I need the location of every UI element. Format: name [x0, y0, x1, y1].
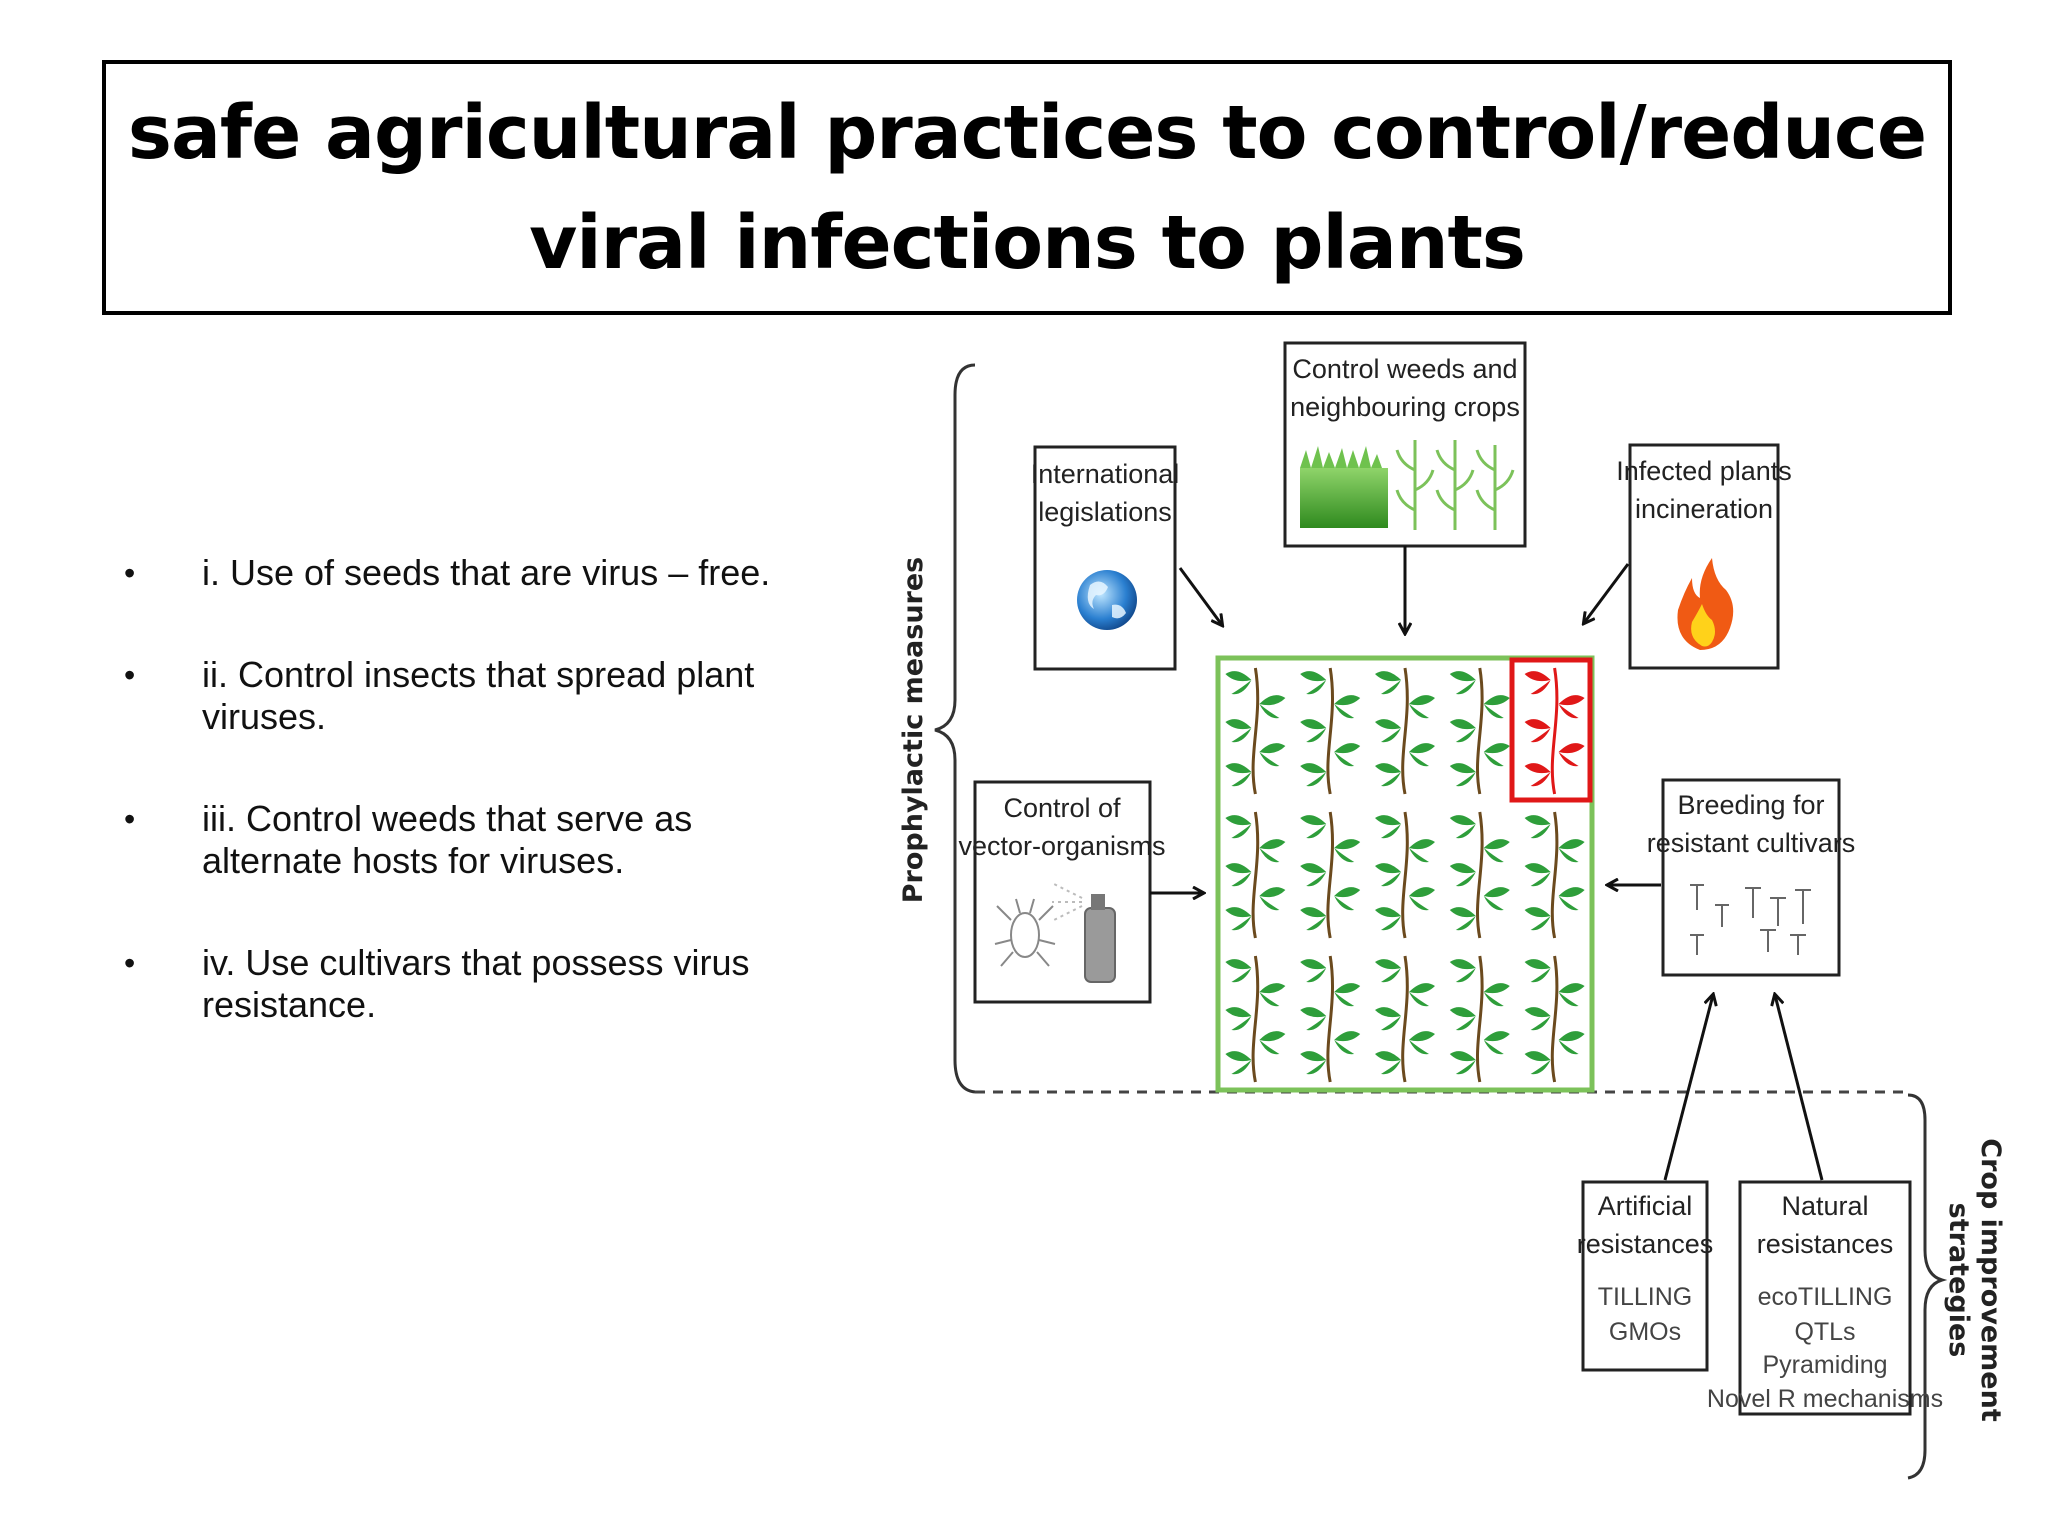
international-box	[1033, 445, 1177, 671]
arrow-international	[1178, 567, 1222, 625]
artificial-label-2: resistances	[1577, 1229, 1714, 1259]
weeds-label-2: neighbouring crops	[1290, 392, 1520, 422]
title-line-2: viral infections to plants	[529, 199, 1526, 286]
international-label-2: legislations	[1038, 497, 1172, 527]
vector-label-1: Control of	[1003, 793, 1121, 823]
healthy-plant	[1300, 811, 1361, 939]
healthy-plant	[1300, 955, 1361, 1083]
international-label-1: International	[1031, 459, 1180, 489]
natural-item-1: ecoTILLING	[1758, 1283, 1893, 1311]
bullet-item-1: i. Use of seeds that are virus – free.	[120, 552, 840, 594]
weeds-box	[1283, 341, 1527, 548]
infected-label-2: incineration	[1635, 494, 1773, 524]
healthy-plant	[1449, 667, 1510, 795]
bullet-item-4: iv. Use cultivars that possess virus res…	[120, 942, 840, 1026]
healthy-plant	[1524, 955, 1585, 1083]
healthy-plant	[1300, 667, 1361, 795]
breeding-box	[1661, 778, 1841, 977]
healthy-plant	[1449, 811, 1510, 939]
prophylactic-brace	[934, 363, 976, 1094]
natural-item-2: QTLs	[1794, 1318, 1855, 1346]
healthy-plant	[1375, 955, 1435, 1083]
insect-icon	[994, 898, 1056, 967]
healthy-plant	[1225, 955, 1286, 1083]
healthy-plant	[1524, 811, 1585, 939]
arrow-infected	[1584, 563, 1630, 623]
spray-can-icon	[1052, 883, 1116, 983]
crop-label-2: strategies	[1943, 1203, 1974, 1358]
title-box: safe agricultural practices to control/r…	[102, 60, 1952, 315]
grass-icon	[1300, 446, 1388, 528]
healthy-plant	[1375, 667, 1435, 795]
artificial-box	[1581, 1180, 1709, 1372]
arrow-artificial	[1663, 995, 1713, 1181]
natural-label-2: resistances	[1757, 1229, 1894, 1259]
bullet-list: i. Use of seeds that are virus – free. i…	[120, 552, 840, 1026]
infected-label-1: Infected plants	[1616, 456, 1792, 486]
healthy-plant	[1225, 667, 1286, 795]
artificial-item-1: TILLING	[1598, 1283, 1692, 1311]
corn-plants-icon	[1395, 440, 1515, 530]
crop-brace	[1907, 1093, 1948, 1480]
natural-box	[1738, 1180, 1912, 1416]
natural-item-4: Novel R mechanisms	[1707, 1385, 1943, 1413]
breeding-label-2: resistant cultivars	[1647, 828, 1856, 858]
crop-label-1: Crop improvement	[1975, 1138, 2006, 1422]
fire-icon	[1677, 558, 1734, 650]
artificial-item-2: GMOs	[1609, 1318, 1681, 1346]
arrow-natural	[1775, 995, 1824, 1181]
bullet-item-2: ii. Control insects that spread plant vi…	[120, 654, 840, 738]
vector-box	[973, 780, 1152, 1004]
field-plants	[1225, 667, 1585, 1083]
natural-item-3: Pyramiding	[1762, 1351, 1887, 1379]
vector-label-2: vector-organisms	[958, 831, 1165, 861]
chromosome-map-icon	[1690, 884, 1811, 955]
globe-icon	[1077, 570, 1137, 630]
infected-plant	[1524, 667, 1585, 795]
bullet-item-3: iii. Control weeds that serve as alterna…	[120, 798, 840, 882]
infected-plant-highlight	[1509, 657, 1593, 803]
title-line-1: safe agricultural practices to control/r…	[127, 89, 1927, 176]
artificial-label-1: Artificial	[1598, 1191, 1693, 1221]
healthy-plant	[1449, 955, 1510, 1083]
healthy-plant	[1225, 811, 1286, 939]
healthy-plant	[1375, 811, 1435, 939]
breeding-label-1: Breeding for	[1677, 790, 1824, 820]
weeds-label-1: Control weeds and	[1292, 354, 1517, 384]
prophylactic-label: Prophylactic measures	[898, 557, 929, 904]
natural-label-1: Natural	[1781, 1191, 1868, 1221]
